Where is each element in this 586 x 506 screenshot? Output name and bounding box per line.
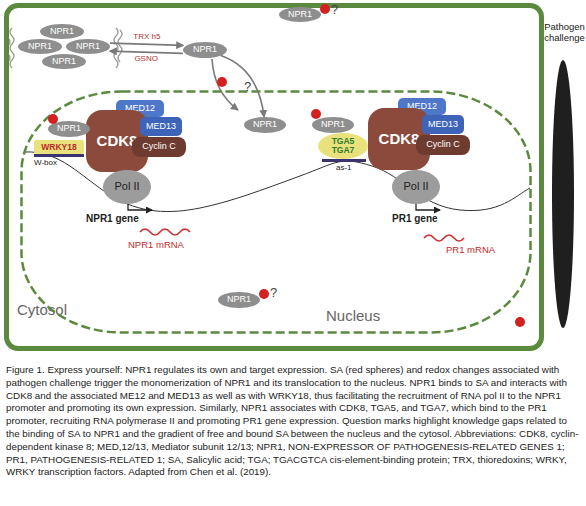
pathogen-cell: Pathogen challenge bbox=[552, 60, 574, 328]
as-1-site bbox=[322, 159, 366, 162]
node-label: NPR1 bbox=[28, 42, 52, 51]
arrow-connector bbox=[221, 56, 264, 117]
protein-ellipse-outline bbox=[218, 292, 260, 308]
protein-ellipse: NPR1 bbox=[279, 7, 321, 22]
salicylic-acid bbox=[48, 114, 58, 124]
protein-ellipse-outline bbox=[40, 24, 84, 39]
edge-label: TRX h5 bbox=[133, 33, 160, 42]
nucleus-outline-outline bbox=[22, 92, 531, 333]
protein-ellipse: NPR1 bbox=[244, 117, 286, 133]
node-label: NPR1 bbox=[193, 45, 217, 54]
node-label: TGA5 bbox=[332, 137, 355, 146]
node-label: NPR1 bbox=[288, 10, 312, 19]
mrna-strand bbox=[140, 229, 190, 235]
transcription-factor-ellipse-outline bbox=[318, 133, 368, 159]
mediator-box: MED13 bbox=[422, 115, 464, 134]
polymerase-ellipse-outline bbox=[392, 170, 440, 204]
salicylic-acid bbox=[320, 4, 330, 14]
protein-ellipse-outline bbox=[279, 7, 321, 22]
node-label: CDK8 bbox=[379, 131, 420, 147]
arrow-connector bbox=[110, 43, 183, 45]
protein-ellipse-outline bbox=[244, 117, 286, 133]
transcription-factor-box: WRKY18 bbox=[34, 140, 84, 154]
protein-ellipse: NPR1 bbox=[66, 39, 110, 54]
node-label: NPR1 bbox=[321, 120, 345, 129]
disulfide-bond bbox=[114, 28, 118, 68]
transcription-factor-ellipse: TGA5TGA7 bbox=[318, 133, 368, 159]
node-label: NPR1 bbox=[227, 295, 251, 304]
w-box-site bbox=[34, 154, 84, 157]
node-label: Nucleus bbox=[326, 308, 380, 324]
pathogen-cell-shape bbox=[552, 60, 574, 328]
import-arrow bbox=[212, 59, 238, 110]
node-label: NPR1 bbox=[76, 42, 100, 51]
cyclin-box: Cyclin C bbox=[132, 137, 186, 157]
protein-ellipse-outline bbox=[312, 117, 354, 133]
protein-ellipse: NPR1 bbox=[18, 39, 62, 54]
protein-ellipse: NPR1 bbox=[183, 42, 227, 58]
node-label: Pathogen challenge bbox=[543, 22, 586, 44]
disulfide-bond bbox=[10, 28, 14, 68]
protein-ellipse-outline bbox=[42, 54, 86, 69]
protein-ellipse-outline bbox=[48, 121, 90, 137]
node-label: NPR1 bbox=[52, 57, 76, 66]
pathogen-cell-outline bbox=[552, 60, 574, 328]
cyclin-box: Cyclin C bbox=[416, 135, 470, 155]
salicylic-acid bbox=[217, 77, 227, 87]
salicylic-acid bbox=[259, 289, 269, 299]
protein-ellipse: NPR1 bbox=[312, 117, 354, 133]
protein-ellipse: NPR1 bbox=[40, 24, 84, 39]
disulfide-bond bbox=[118, 30, 122, 62]
node-label: WRKY18 bbox=[41, 143, 76, 152]
polymerase-ellipse: Pol II bbox=[392, 170, 440, 204]
protein-ellipse: NPR1 bbox=[218, 292, 260, 308]
node-label: NPR1 bbox=[253, 120, 277, 129]
salicylic-acid bbox=[515, 317, 525, 327]
figure-caption: Figure 1. Express yourself: NPR1 regulat… bbox=[6, 364, 580, 479]
protein-ellipse: NPR1 bbox=[48, 121, 90, 137]
polymerase-ellipse-outline bbox=[103, 170, 151, 204]
node-label: NPR1 bbox=[57, 124, 81, 133]
edge-label: GSNO bbox=[134, 55, 158, 64]
node-label: Cyclin C bbox=[426, 140, 460, 149]
node-label: NPR1 bbox=[50, 27, 74, 36]
salicylic-acid bbox=[311, 109, 321, 119]
annotation-label: ? bbox=[270, 286, 277, 300]
polymerase-ellipse: Pol II bbox=[103, 170, 151, 204]
annotation-label: PR1 mRNA bbox=[446, 245, 495, 255]
annotation-label: W-box bbox=[34, 159, 57, 168]
node-label: Pol II bbox=[114, 181, 139, 193]
mrna-strand bbox=[424, 235, 464, 241]
annotation-label: ? bbox=[244, 80, 251, 94]
node-label: MED13 bbox=[428, 120, 458, 129]
node-label: MED13 bbox=[146, 122, 176, 131]
protein-ellipse-outline bbox=[183, 42, 227, 58]
protein-ellipse: NPR1 bbox=[42, 54, 86, 69]
annotation-label: PR1 gene bbox=[392, 213, 438, 224]
protein-ellipse-outline bbox=[66, 39, 110, 54]
mediator-box: MED13 bbox=[140, 117, 182, 136]
annotation-label: NPR1 mRNA bbox=[128, 240, 184, 250]
node-label: TGA7 bbox=[332, 146, 355, 155]
annotation-label: as-1 bbox=[336, 164, 352, 173]
node-label: Cyclin C bbox=[142, 142, 176, 151]
node-label: Pol II bbox=[403, 181, 428, 193]
annotation-label: ? bbox=[331, 3, 338, 17]
protein-ellipse-outline bbox=[18, 39, 62, 54]
annotation-label: NPR1 gene bbox=[86, 213, 139, 224]
arrow-connector bbox=[110, 51, 183, 53]
